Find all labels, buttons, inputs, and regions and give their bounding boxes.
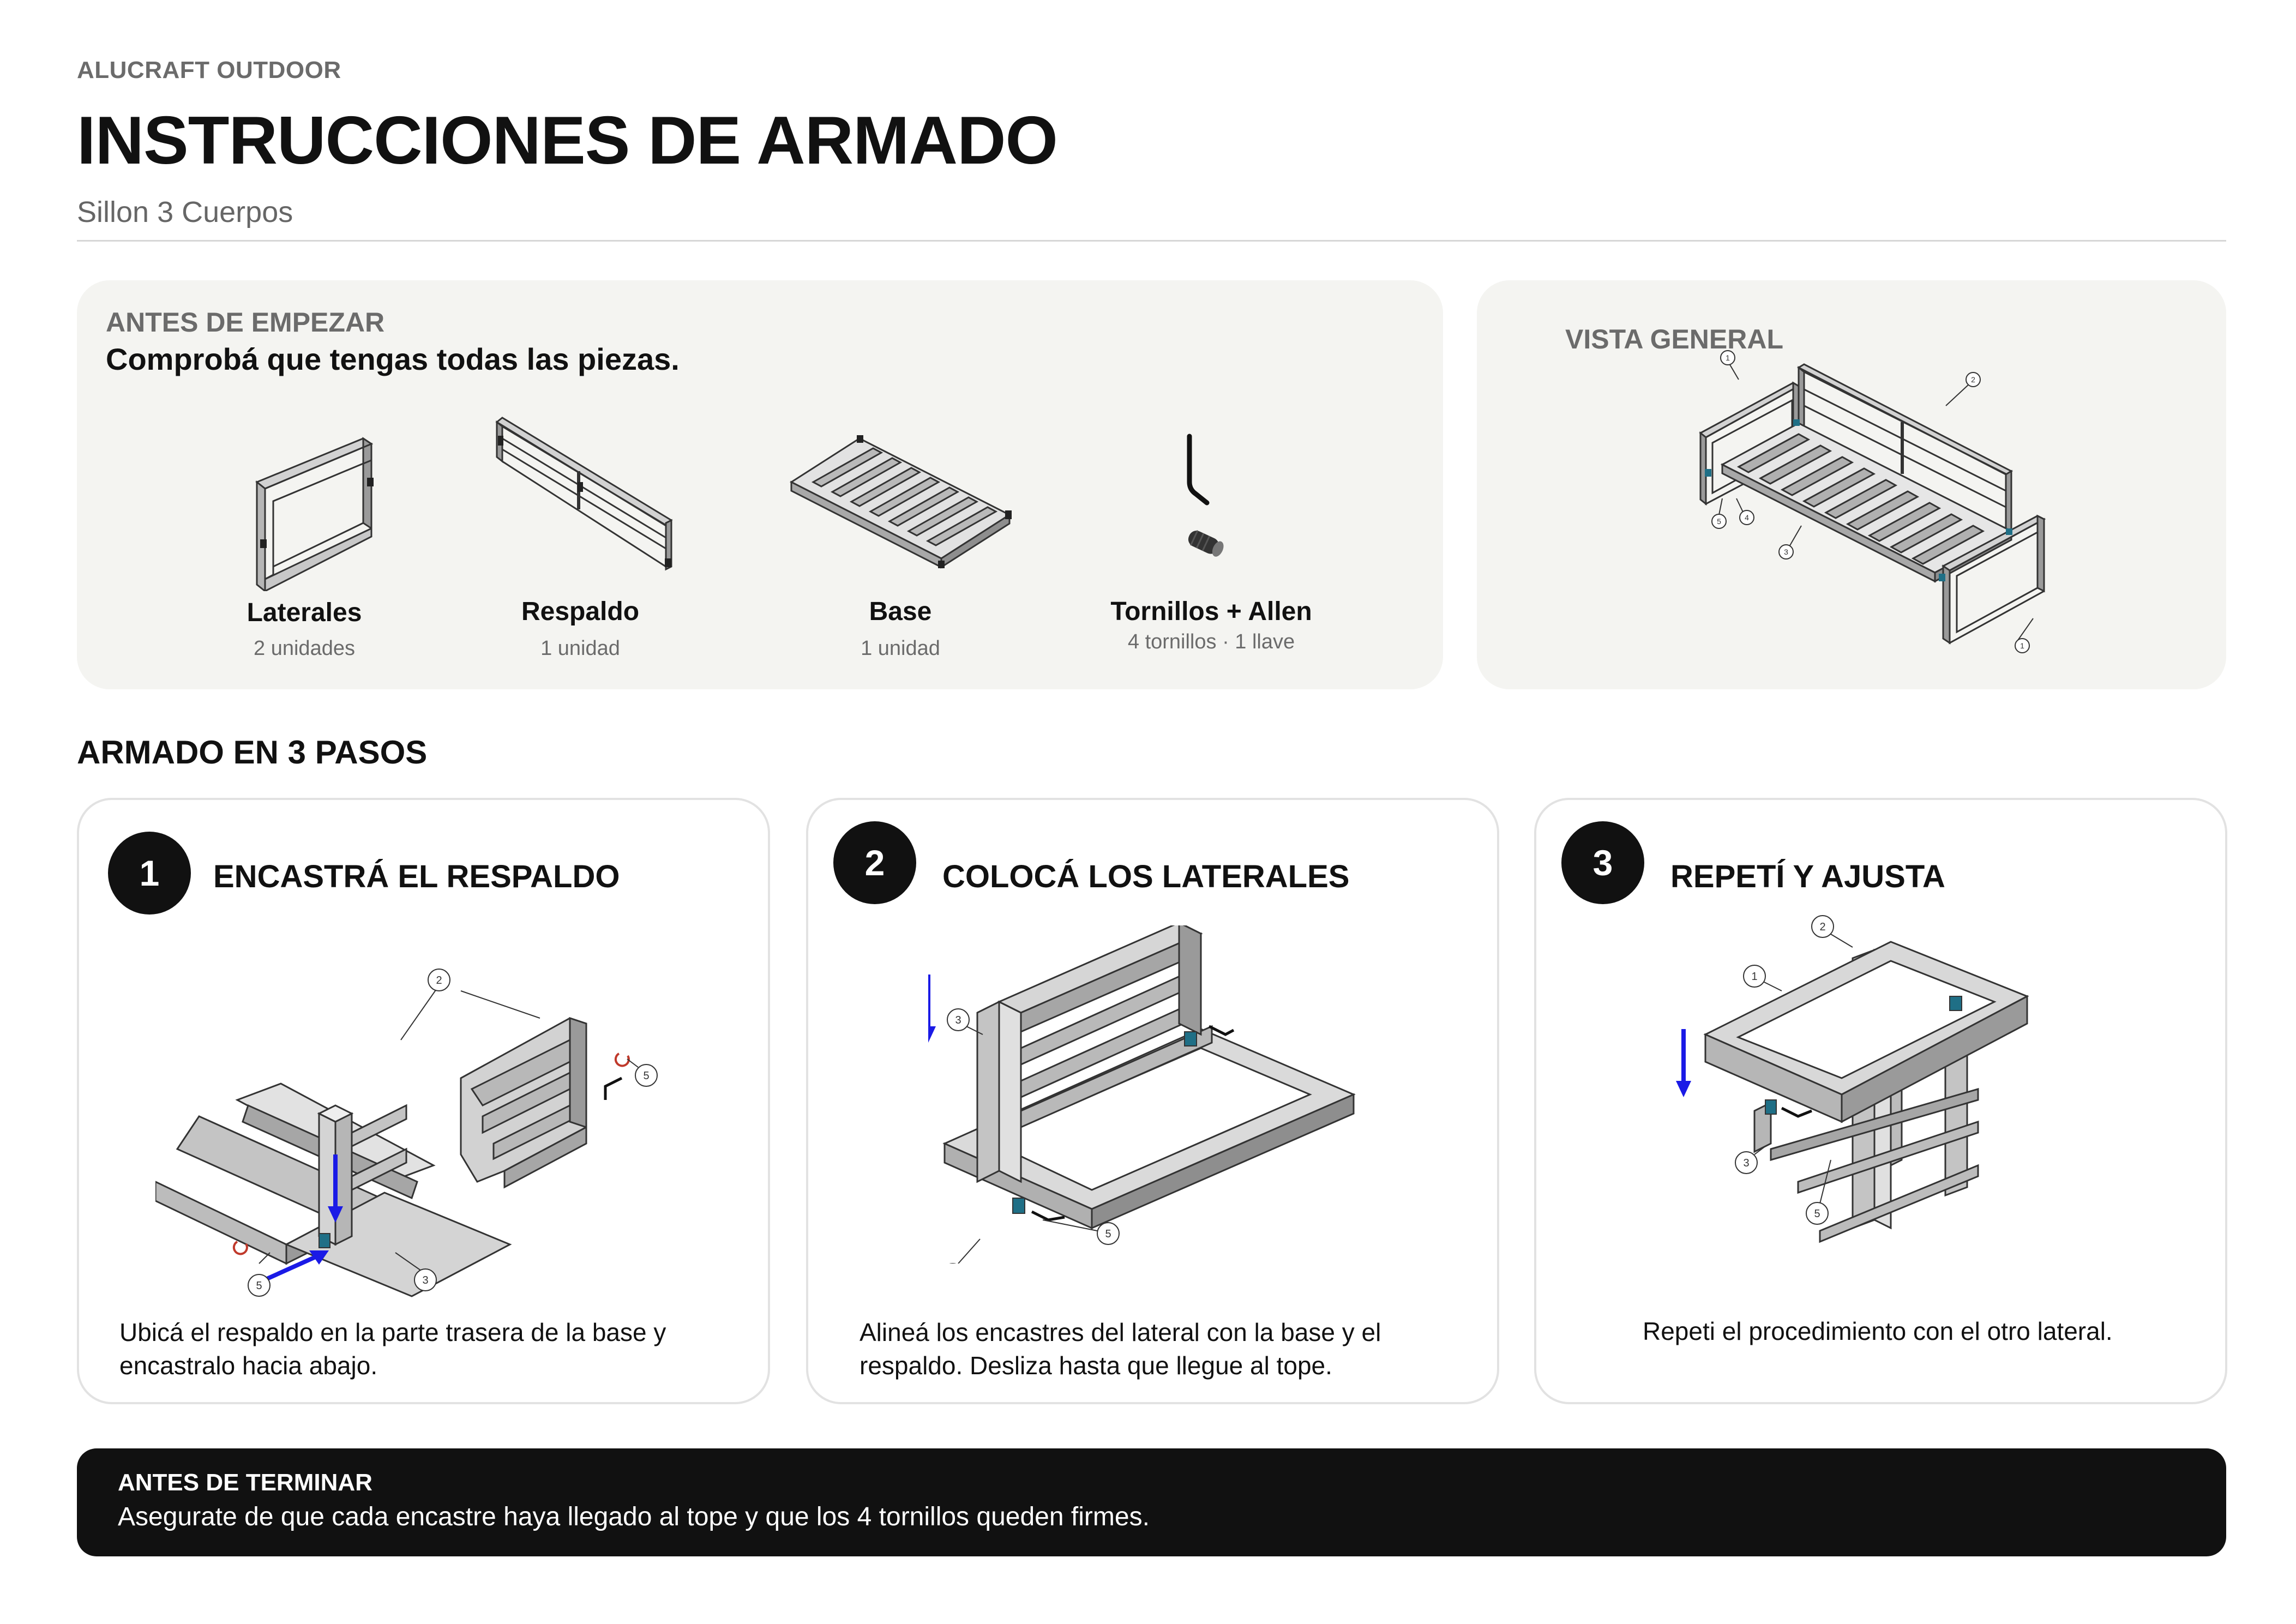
overview-callout-3: 3: [1784, 548, 1788, 556]
step-3-illustration: 2 1 3 5: [1676, 915, 2029, 1243]
final-check-title: ANTES DE TERMINAR: [118, 1469, 372, 1496]
step-card-3: 3 REPETÍ Y AJUSTA: [1534, 798, 2227, 1404]
step-title: COLOCÁ LOS LATERALES: [942, 859, 1350, 894]
steps-section-title: ARMADO EN 3 PASOS: [77, 734, 428, 771]
final-check-banner: ANTES DE TERMINAR Asegurate de que cada …: [77, 1448, 2226, 1556]
step-3-callout-5: 5: [1814, 1208, 1820, 1220]
lateral-piece-illustration: [255, 437, 374, 591]
pieces-checklist-panel: ANTES DE EMPEZAR Comprobá que tengas tod…: [77, 280, 1443, 689]
overview-callout-5: 5: [1717, 517, 1721, 526]
piece-name-base: Base: [869, 597, 932, 626]
page-title: INSTRUCCIONES DE ARMADO: [77, 103, 1058, 178]
page-subtitle: Sillon 3 Cuerpos: [77, 196, 293, 228]
step-1-callout-3: 3: [422, 1274, 428, 1286]
piece-qty-tornillos: 4 tornillos · 1 llave: [1127, 630, 1295, 653]
step-description: Ubicá el respaldo en la parte trasera de…: [119, 1318, 666, 1380]
header-divider: [77, 240, 2226, 242]
step-description: Alineá los encastres del lateral con la …: [860, 1318, 1381, 1380]
step-1-illustration: 2 5 3 5: [155, 969, 658, 1297]
respaldo-piece-illustration: [495, 417, 673, 571]
step-2-callout-3: 3: [955, 1014, 961, 1026]
step-2-illustration: 3 5 1: [928, 925, 1356, 1264]
piece-qty-laterales: 2 unidades: [254, 637, 355, 660]
final-check-text: Asegurate de que cada encastre haya lleg…: [118, 1502, 1150, 1531]
piece-qty-respaldo: 1 unidad: [540, 637, 620, 660]
sofa-overview-illustration: 1 2 5 4 3 1: [1699, 350, 2046, 653]
step-3-callout-1: 1: [1751, 971, 1757, 983]
pieces-heading: Comprobá que tengas todas las piezas.: [106, 342, 680, 376]
step-1-callout-5a: 5: [643, 1070, 649, 1082]
overview-panel: VISTA GENERAL: [1477, 280, 2226, 689]
step-description: Repeti el procedimiento con el otro late…: [1643, 1317, 2113, 1345]
overview-callout-2: 2: [1971, 375, 1975, 384]
step-1-callout-5b: 5: [256, 1280, 262, 1292]
overview-callout-1b: 1: [2020, 641, 2024, 650]
piece-name-laterales: Laterales: [247, 598, 362, 627]
step-2-callout-5: 5: [1105, 1228, 1111, 1240]
piece-name-tornillos: Tornillos + Allen: [1110, 597, 1312, 626]
step-card-2: 2 COLOCÁ LOS LATERALES: [806, 798, 1499, 1404]
screws-allen-illustration: [1187, 434, 1224, 557]
step-title: REPETÍ Y AJUSTA: [1670, 859, 1945, 894]
base-piece-illustration: [789, 435, 1012, 569]
overview-callout-4: 4: [1745, 513, 1749, 522]
overview-title: VISTA GENERAL: [1565, 324, 1784, 354]
step-3-callout-2: 2: [1819, 921, 1825, 933]
step-1-callout-2: 2: [436, 975, 442, 987]
step-number-badge: 1: [108, 832, 191, 915]
piece-qty-base: 1 unidad: [861, 637, 940, 660]
step-card-1: 1 ENCASTRÁ EL RESPALDO: [77, 798, 770, 1404]
step-title: ENCASTRÁ EL RESPALDO: [213, 859, 620, 894]
step-number-badge: 3: [1561, 821, 1644, 904]
piece-name-respaldo: Respaldo: [521, 597, 640, 626]
pieces-eyebrow: ANTES DE EMPEZAR: [106, 307, 385, 338]
step-3-callout-3: 3: [1743, 1157, 1749, 1169]
overview-callout-1: 1: [1726, 353, 1730, 362]
brand-name: ALUCRAFT OUTDOOR: [77, 57, 341, 83]
step-number-badge: 2: [833, 821, 916, 904]
